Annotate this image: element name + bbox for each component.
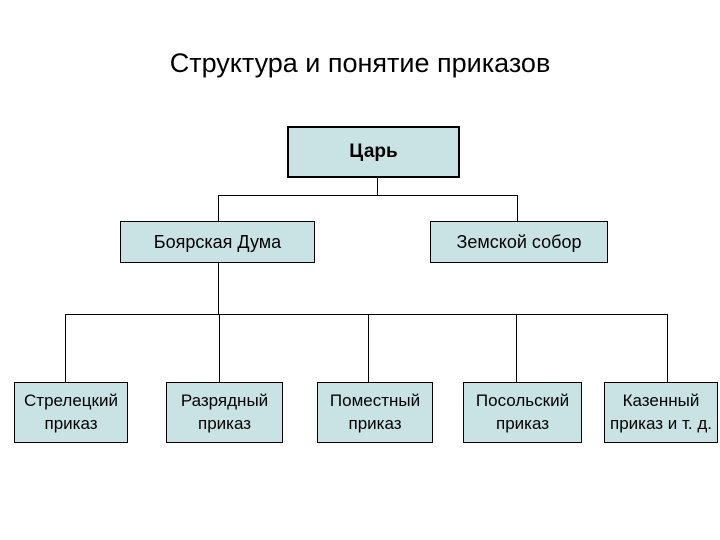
node-posolsky-prikaz: Посольский приказ bbox=[463, 382, 582, 443]
node-boyar-duma: Боярская Дума bbox=[120, 221, 315, 263]
node-boyar-duma-label: Боярская Дума bbox=[153, 231, 282, 252]
node-tsar-label: Царь bbox=[349, 141, 398, 162]
node-pomestny-prikaz-line1: Поместный bbox=[329, 390, 421, 410]
connector-tsar-down bbox=[377, 178, 378, 196]
connector-duma-down bbox=[218, 262, 219, 315]
connector-to-pomestny bbox=[368, 314, 369, 383]
node-streletsky-prikaz-line1: Стрелецкий bbox=[24, 390, 118, 410]
node-zemsky-sobor-label: Земской собор bbox=[456, 231, 582, 252]
node-razryadny-prikaz-line1: Разрядный bbox=[180, 390, 269, 410]
node-razryadny-prikaz: Разрядный приказ bbox=[166, 382, 283, 443]
node-streletsky-prikaz: Стрелецкий приказ bbox=[14, 382, 128, 443]
node-kazenny-prikaz: Казенный приказ и т. д. bbox=[604, 382, 718, 443]
node-kazenny-prikaz-line1: Казенный bbox=[622, 390, 700, 410]
connector-to-posolsky bbox=[516, 314, 517, 383]
node-pomestny-prikaz-line2: приказ bbox=[348, 413, 402, 433]
node-posolsky-prikaz-line2: приказ bbox=[495, 413, 550, 433]
connector-to-boyar-duma bbox=[218, 195, 219, 222]
node-pomestny-prikaz: Поместный приказ bbox=[317, 382, 433, 443]
node-streletsky-prikaz-line2: приказ bbox=[44, 413, 98, 433]
slide-title: Структура и понятие приказов bbox=[169, 48, 551, 78]
node-razryadny-prikaz-line2: приказ bbox=[197, 413, 252, 433]
node-zemsky-sobor: Земской собор bbox=[430, 221, 608, 263]
connector-to-kazenny bbox=[667, 314, 668, 383]
connector-level2-horizontal bbox=[218, 195, 518, 196]
connector-to-razryadny bbox=[219, 314, 220, 383]
connector-to-zemsky-sobor bbox=[517, 195, 518, 222]
connector-to-streletsky bbox=[65, 314, 66, 383]
connector-level3-horizontal bbox=[65, 314, 668, 315]
node-kazenny-prikaz-line2: приказ и т. д. bbox=[610, 413, 712, 433]
node-posolsky-prikaz-line1: Посольский bbox=[475, 390, 570, 410]
node-tsar: Царь bbox=[287, 126, 460, 178]
